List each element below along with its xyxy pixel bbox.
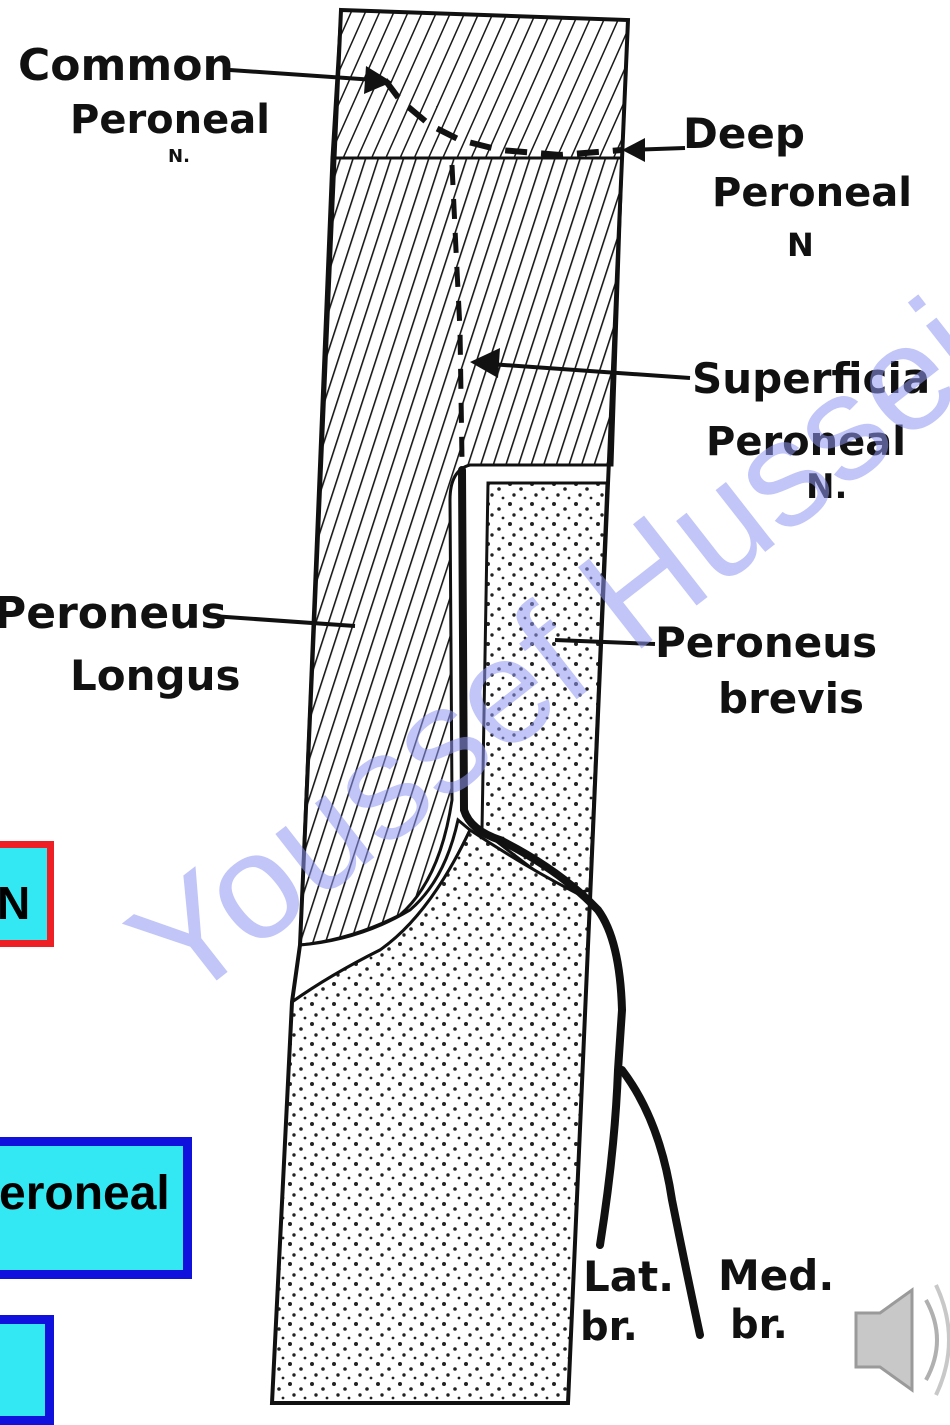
side-box-2-text: eroneal (0, 1167, 170, 1220)
deep-peroneal-arrowhead (622, 138, 645, 162)
label-common-peroneal: Common Peroneal N. (18, 40, 276, 167)
side-box-1-text: N (0, 877, 30, 929)
label-medial-branch: Med. br. (718, 1251, 840, 1348)
side-box-2: eroneal (0, 1137, 192, 1279)
speaker-icon[interactable] (856, 1285, 949, 1395)
label-peroneus-longus: Peroneus Longus (0, 588, 240, 700)
label-deep-peroneal: Deep Peroneal N (683, 109, 918, 264)
side-box-1: N (0, 841, 54, 947)
label-lateral-branch: Lat. br. (580, 1252, 680, 1350)
